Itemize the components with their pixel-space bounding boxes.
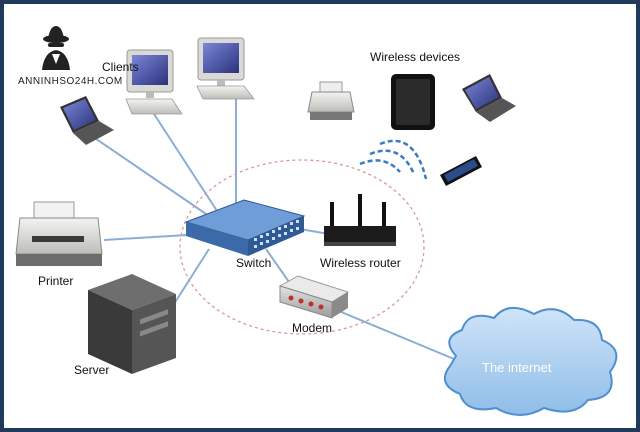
desktop-computer-icon xyxy=(196,37,255,100)
wireless-signal-icon xyxy=(359,139,428,180)
local-network-boundary xyxy=(179,159,425,335)
link-laptop-switch xyxy=(85,131,210,217)
spy-icon xyxy=(42,26,70,70)
modem-icon xyxy=(278,275,350,319)
wireless-router-icon xyxy=(324,194,396,246)
printer-icon xyxy=(15,201,103,266)
wireless-router-label: Wireless router xyxy=(320,256,401,270)
wireless-devices-label: Wireless devices xyxy=(370,50,460,64)
printer-label: Printer xyxy=(38,274,73,288)
internet-cloud-icon xyxy=(443,307,618,416)
wireless-laptop-icon xyxy=(462,74,516,122)
internet-label: The internet xyxy=(482,360,552,375)
link-modem-internet xyxy=(333,308,455,360)
watermark-logo: ANNINHSO24H.COM xyxy=(18,26,123,87)
link-server-switch xyxy=(173,248,210,305)
switch-icon xyxy=(184,199,306,256)
watermark-text: ANNINHSO24H.COM xyxy=(18,76,123,87)
clients-label: Clients xyxy=(102,60,139,74)
server-label: Server xyxy=(74,363,109,377)
tablet-icon xyxy=(391,74,435,130)
link-desktop1-switch xyxy=(153,113,220,215)
modem-label: Modem xyxy=(292,321,332,335)
network-diagram-frame: ANNINHSO24H.COM Clients Wireless devices xyxy=(4,4,636,428)
mobile-phone-icon xyxy=(440,156,482,186)
server-icon xyxy=(88,274,176,374)
switch-label: Switch xyxy=(236,256,271,270)
link-switch-modem xyxy=(265,248,290,283)
laptop-icon xyxy=(60,96,114,145)
desktop-computer-icon xyxy=(125,49,183,115)
wireless-printer-icon xyxy=(307,81,355,120)
network-diagram: ANNINHSO24H.COM Clients Wireless devices xyxy=(15,26,618,416)
